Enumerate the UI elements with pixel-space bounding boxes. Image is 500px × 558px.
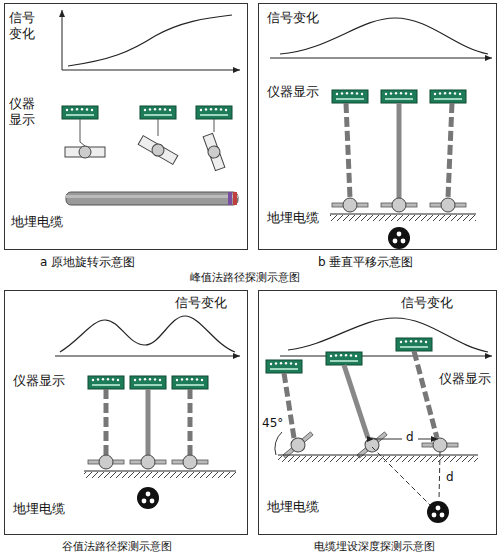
panel-label: 仪器 显示: [9, 96, 39, 129]
panel-label: 信号变化: [267, 10, 319, 26]
panel-label: 仪器显示: [439, 371, 491, 387]
dimension-label: d: [446, 470, 454, 484]
panel-label: 地埋电缆: [11, 214, 63, 230]
panel-c-art: [55, 316, 240, 509]
panel-label: 信号变化: [401, 295, 453, 311]
caption-text: 谷值法路径探测示意图: [62, 540, 172, 553]
panel-label: 地埋电缆: [267, 499, 319, 515]
caption-text: 电缆埋设深度探测示意图: [314, 540, 435, 553]
dimension-label: d: [406, 430, 414, 444]
diagram-panel: 信号变化仪器显示地埋电缆: [258, 290, 497, 535]
panel-label: 地埋电缆: [267, 210, 319, 226]
caption-text: 峰值法路径探测示意图: [190, 271, 300, 284]
diagram-panel: 信号 变化仪器 显示地埋电缆: [4, 3, 248, 250]
diagram-panel: 信号变化仪器显示地埋电缆: [4, 290, 248, 535]
panel-label: 信号变化: [175, 295, 227, 311]
panel-d-art: [266, 318, 492, 523]
panel-label: 信号 变化: [9, 10, 39, 43]
panel-label: 仪器显示: [267, 84, 319, 100]
panel-a-art: [62, 10, 240, 205]
panel-label: 仪器显示: [13, 373, 65, 389]
dimension-label: 45°: [262, 416, 283, 430]
panel-label: 地埋电缆: [13, 501, 65, 517]
caption-text: a 原地旋转示意图: [40, 255, 135, 269]
caption-text: b 垂直平移示意图: [318, 255, 413, 269]
diagram-panel: 信号变化仪器显示地埋电缆: [258, 3, 497, 250]
